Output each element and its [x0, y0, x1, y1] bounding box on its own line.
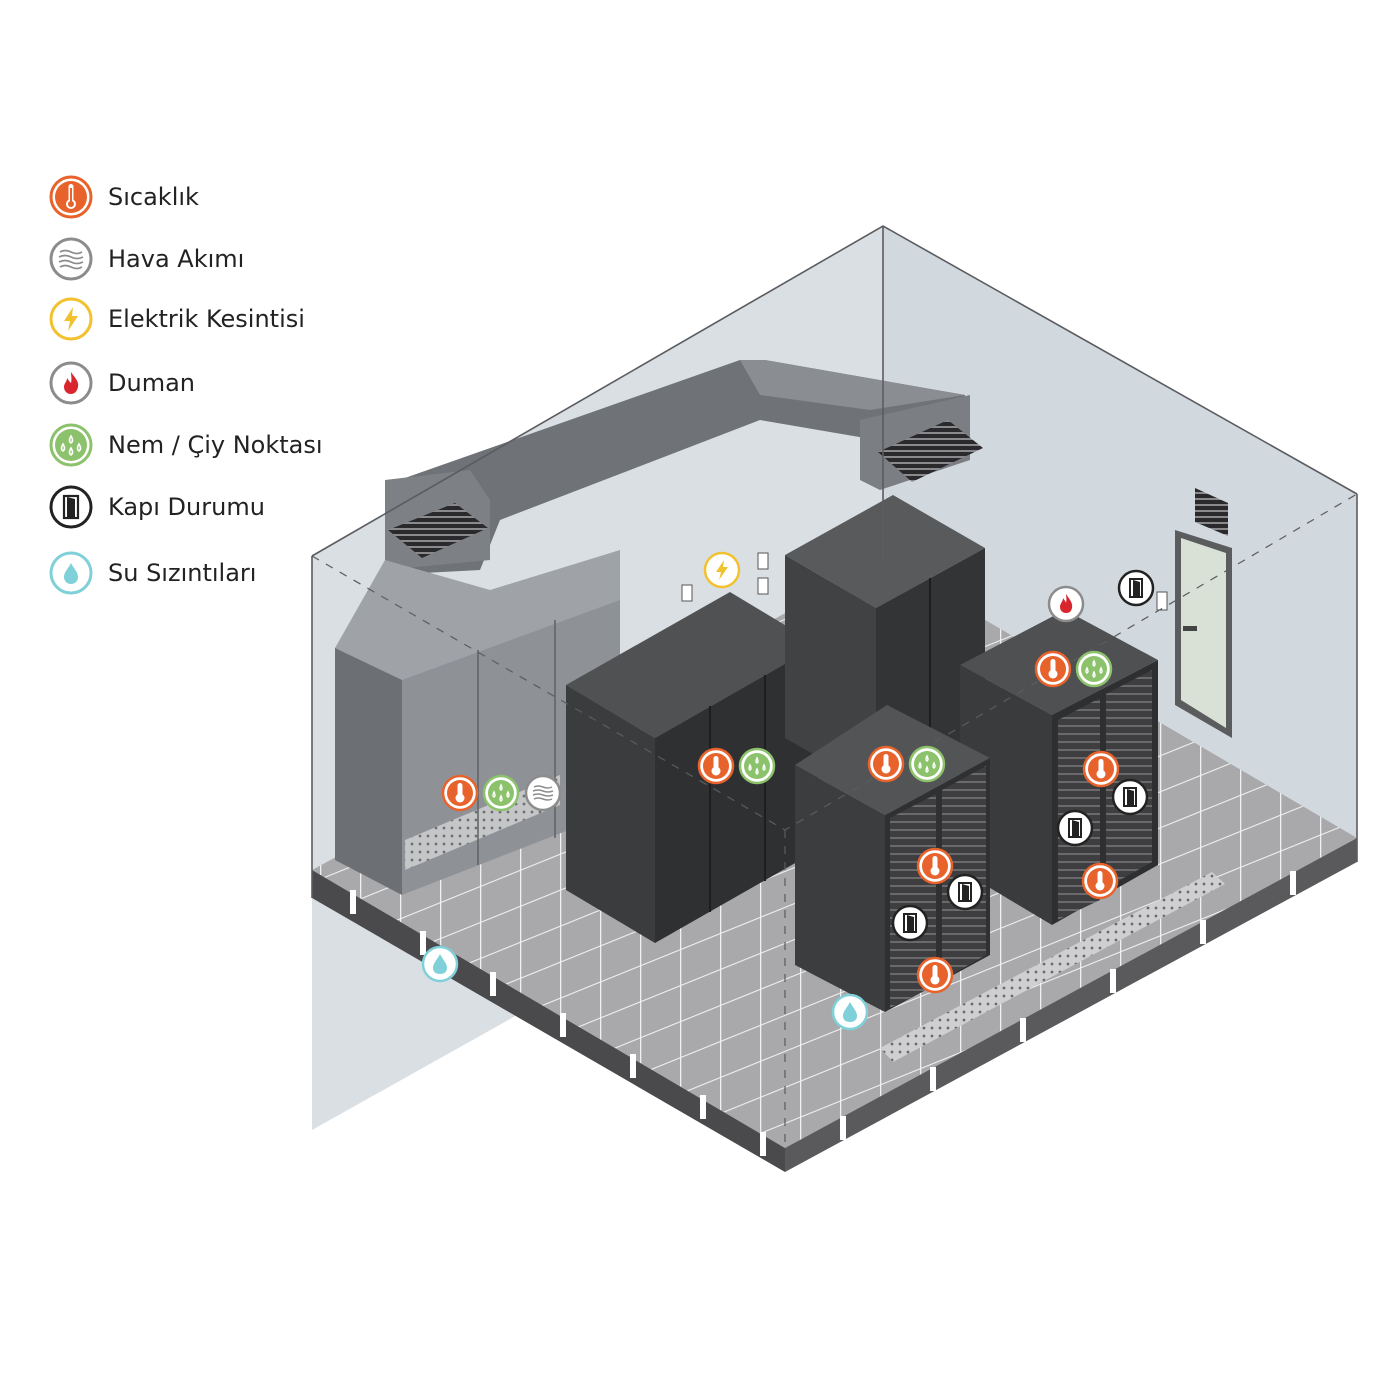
wall-outlet [757, 577, 769, 595]
thermometer-icon [441, 774, 479, 812]
lightning-icon [49, 297, 93, 341]
thermometer-icon [1034, 650, 1072, 688]
floor-posts-left [350, 890, 766, 1156]
legend-item-water: Su Sızıntıları [48, 550, 256, 596]
airflow-icon [524, 774, 562, 812]
droplets-icon [1075, 650, 1113, 688]
door-icon [49, 485, 93, 529]
legend-label-temperature: Sıcaklık [108, 183, 199, 211]
airflow-icon [49, 237, 93, 281]
legend-label-power: Elektrik Kesintisi [108, 305, 305, 333]
droplets-icon [738, 747, 776, 785]
wall-vent [1195, 488, 1228, 536]
thermometer-icon [916, 956, 954, 994]
water-drop-icon [49, 551, 93, 595]
thermometer-icon [1082, 750, 1120, 788]
door-icon [1111, 778, 1149, 816]
legend-label-humidity: Nem / Çiy Noktası [108, 431, 323, 459]
legend-item-door: Kapı Durumu [48, 484, 265, 530]
legend-label-smoke: Duman [108, 369, 195, 397]
droplets-icon [908, 745, 946, 783]
water-drop-icon [831, 993, 869, 1031]
legend-label-airflow: Hava Akımı [108, 245, 245, 273]
door-icon [1056, 809, 1094, 847]
floor-posts-right [840, 871, 1296, 1140]
server-rack-group-a [566, 592, 818, 943]
door-icon [891, 904, 929, 942]
door-switch [1156, 591, 1168, 611]
ceiling-vent-right [878, 420, 983, 482]
droplets-icon [49, 423, 93, 467]
water-drop-icon [421, 945, 459, 983]
door-icon [946, 873, 984, 911]
wall-outlet [757, 552, 769, 570]
door-icon [1117, 569, 1155, 607]
floor-edge-left [312, 870, 785, 1172]
legend-item-temperature: Sıcaklık [48, 174, 199, 220]
floor-edge-right [785, 838, 1357, 1172]
flame-icon [49, 361, 93, 405]
thermometer-icon [697, 747, 735, 785]
perforated-floor-tiles [880, 872, 1225, 1062]
thermometer-icon [867, 745, 905, 783]
air-duct [385, 360, 983, 575]
legend-label-water: Su Sızıntıları [108, 559, 257, 587]
room-door [1156, 488, 1232, 738]
room-outline [311, 225, 1358, 1148]
thermometer-icon [1081, 862, 1119, 900]
lightning-icon [703, 551, 741, 589]
droplets-icon [482, 774, 520, 812]
legend-item-smoke: Duman [48, 360, 195, 406]
legend-item-humidity: Nem / Çiy Noktası [48, 422, 323, 468]
sensor-markers [421, 551, 1155, 1031]
flame-icon [1047, 585, 1085, 623]
legend-label-door: Kapı Durumu [108, 493, 265, 521]
thermometer-icon [916, 847, 954, 885]
wall-outlet [681, 584, 693, 602]
ceiling-vent-left [388, 503, 488, 558]
legend-item-airflow: Hava Akımı [48, 236, 244, 282]
legend-item-power: Elektrik Kesintisi [48, 296, 305, 342]
thermometer-icon [49, 175, 93, 219]
